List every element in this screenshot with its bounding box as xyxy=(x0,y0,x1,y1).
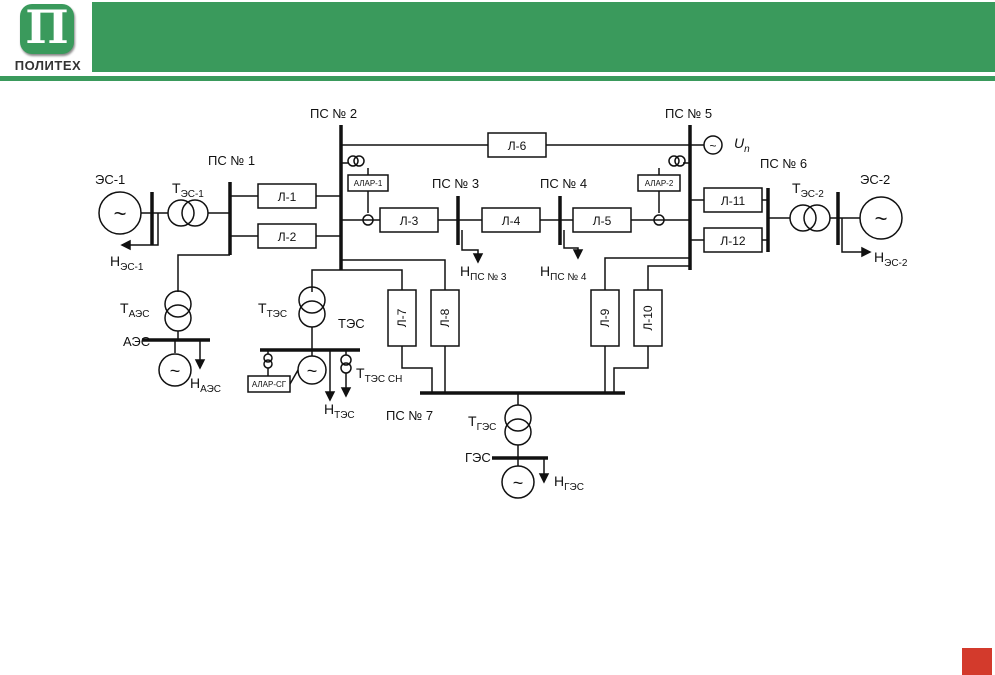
transformer-t-aes xyxy=(164,290,192,340)
label-ps7: ПС № 7 xyxy=(386,408,433,423)
label-tes: ТЭС xyxy=(338,316,365,331)
label-ges: ГЭС xyxy=(465,450,491,465)
tilde-es2: ~ xyxy=(875,206,888,231)
generator-es2 xyxy=(838,196,903,240)
line-l6 xyxy=(341,132,690,158)
tilde-un: ~ xyxy=(709,139,716,153)
generator-aes xyxy=(158,340,192,387)
logo: П ПОЛИТЕХ xyxy=(6,0,90,76)
label-alar2: АЛАР-2 xyxy=(645,179,674,188)
label-es2: ЭС-2 xyxy=(860,172,890,187)
alar-1 xyxy=(341,155,389,226)
label-h-es2: НЭС-2 xyxy=(874,249,908,269)
label-h-ps4: НПС № 4 xyxy=(540,263,587,283)
label-t-es2: ТЭС-2 xyxy=(792,180,824,200)
label-h-es1: НЭС-1 xyxy=(110,253,144,273)
label-l11: Л-11 xyxy=(721,194,746,208)
tilde-es1: ~ xyxy=(114,201,127,226)
label-t-ges: ТГЭС xyxy=(468,413,496,433)
logo-glyph: П xyxy=(25,0,69,54)
line-l9 xyxy=(590,289,620,393)
label-l4: Л-4 xyxy=(502,214,521,228)
load-arrow-es2 xyxy=(841,218,872,258)
transformer-t-tes xyxy=(298,286,326,350)
label-alar1: АЛАР-1 xyxy=(354,179,383,188)
label-t-es1: ТЭС-1 xyxy=(172,180,204,200)
line-l4 xyxy=(458,207,560,233)
label-h-ges: НГЭС xyxy=(554,473,584,493)
tilde-tes: ~ xyxy=(307,361,318,381)
label-ps3: ПС № 3 xyxy=(432,176,479,191)
line-l2 xyxy=(230,223,341,249)
slide-header: П ПОЛИТЕХ xyxy=(0,0,995,81)
generator-es1 xyxy=(98,191,152,235)
load-arrow-ps3 xyxy=(461,230,484,264)
label-alar-sg: АЛАР-СГ xyxy=(252,380,287,389)
label-ps2: ПС № 2 xyxy=(310,106,357,121)
tilde-ges: ~ xyxy=(513,473,524,493)
label-l6: Л-6 xyxy=(508,139,527,153)
label-h-tes: НТЭС xyxy=(324,401,355,421)
line-l10 xyxy=(613,289,663,393)
line-l8 xyxy=(430,289,460,393)
load-arrow-es1 xyxy=(120,213,159,251)
page-marker xyxy=(962,648,992,675)
label-t-tes-sn: ТТЭС СН xyxy=(356,365,402,385)
label-l1: Л-1 xyxy=(278,190,297,204)
alar-sg xyxy=(247,350,299,393)
label-ps6: ПС № 6 xyxy=(760,156,807,171)
logo-badge: П xyxy=(20,0,74,54)
transformer-t-es1 xyxy=(152,199,230,227)
source-un xyxy=(690,135,723,155)
line-l5 xyxy=(560,207,690,233)
label-l2: Л-2 xyxy=(278,230,297,244)
line-l11 xyxy=(690,187,768,213)
generator-ges xyxy=(501,458,535,499)
header-divider xyxy=(0,76,995,81)
label-l10: Л-10 xyxy=(641,305,655,331)
label-un: Un xyxy=(734,135,750,155)
load-arrow-tes xyxy=(324,350,336,402)
line-l12 xyxy=(690,227,768,253)
tilde-aes: ~ xyxy=(170,361,181,381)
label-l9: Л-9 xyxy=(598,308,612,327)
line-l1 xyxy=(230,183,341,209)
label-ps5: ПС № 5 xyxy=(665,106,712,121)
transformer-t-ges xyxy=(504,393,532,458)
label-l12: Л-12 xyxy=(720,234,746,248)
load-arrow-ges xyxy=(538,458,550,484)
label-h-aes: НАЭС xyxy=(190,375,221,395)
line-l7 xyxy=(387,289,433,393)
label-l8: Л-8 xyxy=(438,308,452,327)
label-aes: АЭС xyxy=(123,334,150,349)
transformer-t-es2 xyxy=(768,204,838,232)
label-t-aes: ТАЭС xyxy=(120,300,149,320)
label-l5: Л-5 xyxy=(593,214,612,228)
label-l3: Л-3 xyxy=(400,214,419,228)
label-h-ps3: НПС № 3 xyxy=(460,263,507,283)
logo-text: ПОЛИТЕХ xyxy=(14,58,82,73)
label-ps4: ПС № 4 xyxy=(540,176,587,191)
alar-2 xyxy=(637,155,690,226)
label-t-tes: ТТЭС xyxy=(258,300,287,320)
transformer-t-tes-sn xyxy=(340,350,352,398)
label-ps1: ПС № 1 xyxy=(208,153,255,168)
title-bar xyxy=(92,2,995,72)
load-arrow-ps4 xyxy=(563,230,584,260)
label-es1: ЭС-1 xyxy=(95,172,125,187)
label-l7: Л-7 xyxy=(395,308,409,327)
load-arrow-aes xyxy=(194,340,206,370)
